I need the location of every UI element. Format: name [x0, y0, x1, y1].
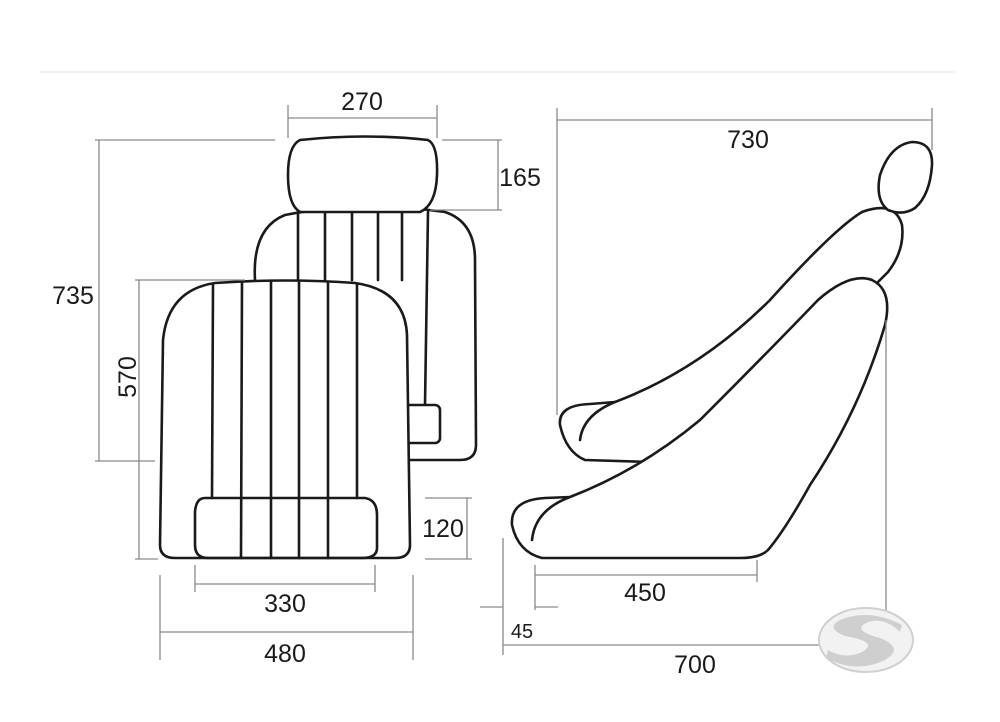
front-dimension-lines [95, 105, 502, 660]
rear-seat-ribs [296, 202, 430, 407]
cushion-height-label: 120 [422, 515, 464, 543]
front-view-seat [158, 135, 478, 560]
total-back-height-label: 735 [52, 282, 94, 310]
front-seat-back [158, 279, 412, 560]
front-cushion [193, 496, 379, 560]
cushion-width-label: 330 [264, 590, 306, 618]
side-total-width-label: 730 [727, 126, 769, 154]
side-headrest [877, 140, 934, 214]
side-depth-label: 450 [624, 579, 666, 607]
headrest-width-label: 270 [341, 88, 383, 116]
front-side-cushion-edge [530, 495, 572, 542]
back-height-label: 570 [114, 356, 142, 398]
front-side-seat [510, 276, 889, 560]
front-headrest [286, 135, 439, 214]
front-seat-ribs [210, 279, 359, 560]
seat-width-label: 480 [264, 640, 306, 668]
side-length-label: 700 [674, 651, 716, 679]
rear-side-cushion-edge [578, 400, 617, 442]
dimension-labels: 270 165 735 570 120 330 480 730 450 45 7… [52, 88, 769, 679]
headrest-height-label: 165 [499, 164, 541, 192]
side-view-seat [510, 140, 934, 560]
rear-side-tab [403, 403, 442, 445]
side-offset-label: 45 [511, 621, 533, 643]
s-logo-icon [818, 607, 914, 673]
